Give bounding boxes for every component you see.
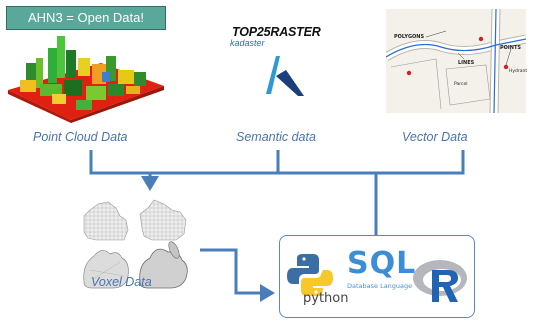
map-label-points: POINTS bbox=[500, 45, 521, 51]
r-logo-icon: R bbox=[412, 256, 468, 308]
python-logo-icon bbox=[287, 254, 341, 300]
vector-map-image: POLYGONS POINTS LINES Parcel Hydrant bbox=[383, 8, 528, 114]
top25raster-logo-title: TOP25RASTER bbox=[232, 25, 321, 39]
sql-logo-text: SQL bbox=[347, 246, 417, 281]
point-cloud-label: Point Cloud Data bbox=[33, 130, 128, 144]
voxel-bunnies-image bbox=[78, 196, 198, 296]
python-label: python bbox=[303, 291, 349, 306]
point-cloud-image bbox=[6, 28, 166, 123]
open-data-badge: AHN3 = Open Data! bbox=[6, 6, 166, 30]
map-label-polygons: POLYGONS bbox=[394, 34, 425, 40]
voxel-to-tools-arrow bbox=[200, 248, 275, 302]
map-label-lines: LINES bbox=[458, 60, 475, 66]
map-label-hydrant: Hydrant bbox=[509, 69, 528, 74]
voxel-data-label: Voxel Data bbox=[91, 275, 152, 289]
sql-logo-sub: Database Language bbox=[347, 282, 413, 290]
semantic-data-label: Semantic data bbox=[236, 130, 316, 144]
kadaster-logo-mark bbox=[258, 46, 308, 98]
vector-data-label: Vector Data bbox=[402, 130, 468, 144]
map-label-parcel: Parcel bbox=[454, 82, 468, 87]
kadaster-logo-sub: kadaster bbox=[230, 38, 265, 48]
